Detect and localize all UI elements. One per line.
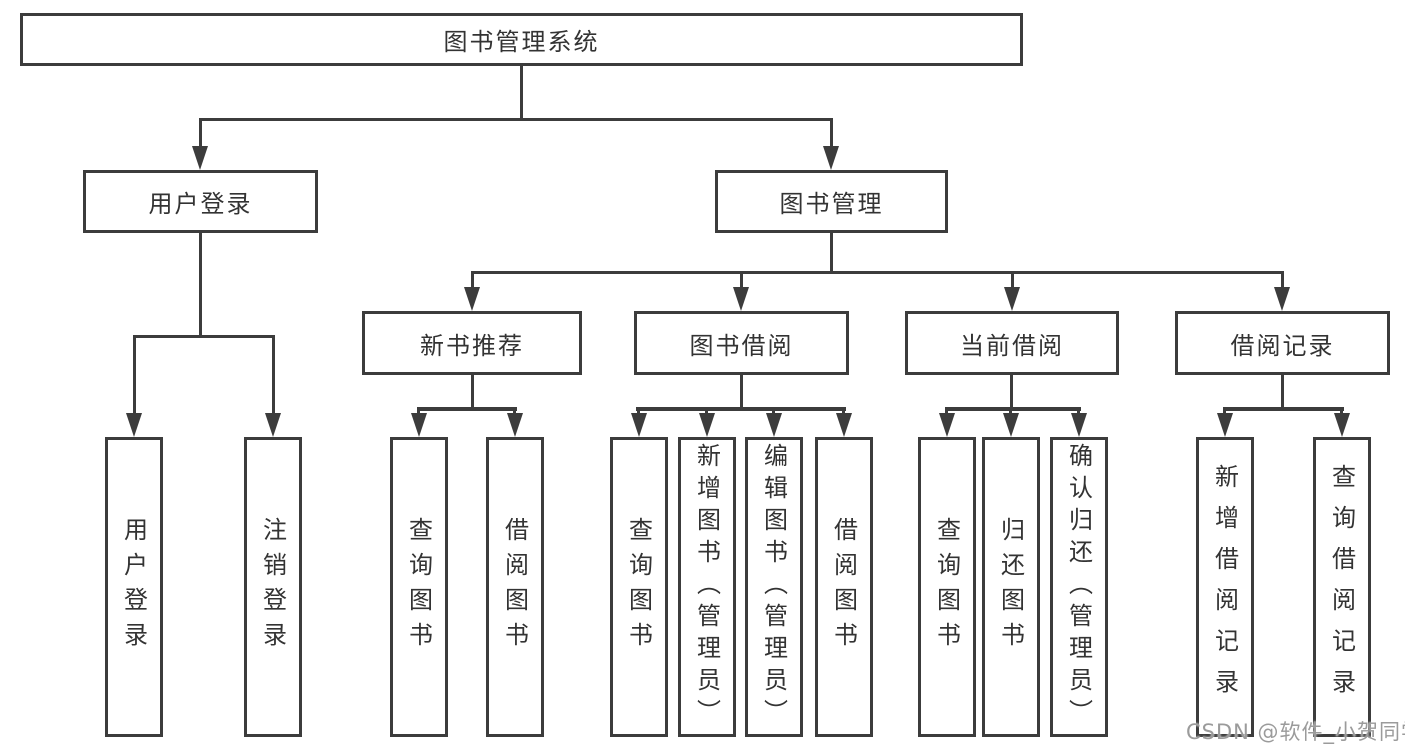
connector-current-borrow-bar [945,407,1081,411]
leaf-add-books-admin: 新增图书（管理员） [678,437,736,737]
connector-stub-leaf [1077,407,1080,417]
connector-stub-user-login [199,118,202,148]
leaf-borrow-books-1: 借阅图书 [486,437,544,737]
connector-book-borrow-bar [636,407,846,411]
leaf-query-books-3: 查询图书 [918,437,976,737]
node-book-borrow: 图书借阅 [634,311,849,375]
leaf-add-borrow-record: 新增借阅记录 [1196,437,1254,737]
leaf-query-borrow-record: 查询借阅记录 [1313,437,1371,737]
node-book-management: 图书管理 [715,170,948,233]
connector-stub-leaf [513,407,516,417]
connector-stub-level2 [1281,274,1284,289]
connector-borrow-records-bar [1223,407,1344,411]
leaf-query-books-1: 查询图书 [390,437,448,737]
connector-stub-level2 [471,274,474,289]
node-root: 图书管理系统 [20,13,1023,66]
leaf-borrow-books-2: 借阅图书 [815,437,873,737]
connector-new-book-rec-drop [471,375,474,411]
arrow-down-icon [1217,413,1233,437]
arrow-down-icon [631,413,647,437]
node-current-borrow: 当前借阅 [905,311,1119,375]
leaf-logout: 注销登录 [244,437,302,737]
node-new-book-recommend: 新书推荐 [362,311,582,375]
connector-book-borrow-drop [740,375,743,411]
leaf-return-books: 归还图书 [982,437,1040,737]
arrow-down-icon [766,413,782,437]
connector-user-login-bar [133,335,275,338]
node-borrow-records: 借阅记录 [1175,311,1390,375]
arrow-down-icon [1071,413,1087,437]
connector-level2-bar [471,271,1284,274]
connector-stub-leaf [842,407,845,417]
connector-stub-leaf [637,407,640,417]
connector-book-mgmt-drop [830,233,833,274]
leaf-edit-books-admin: 编辑图书（管理员） [745,437,803,737]
arrow-down-icon [733,287,749,311]
connector-stub-book-mgmt [830,118,833,148]
arrow-down-icon [939,413,955,437]
arrow-down-icon [192,146,208,170]
arrow-down-icon [507,413,523,437]
connector-stub-leaf [1223,407,1226,417]
connector-stub-leaf [417,407,420,417]
connector-current-borrow-drop [1010,375,1013,411]
connector-borrow-records-drop [1281,375,1284,411]
connector-new-book-rec-bar [417,407,517,411]
connector-level1-bar [199,118,833,121]
connector-stub-level2 [740,274,743,289]
connector-stub-leaf [1340,407,1343,417]
connector-stub-leaf [945,407,948,417]
connector-stub-level2 [1011,274,1014,289]
connector-user-login-drop [199,233,202,338]
connector-stub-leaf [705,407,708,417]
arrow-down-icon [823,146,839,170]
arrow-down-icon [464,287,480,311]
arrow-down-icon [836,413,852,437]
connector-root-drop [520,66,523,121]
arrow-down-icon [126,413,142,437]
connector-stub-leaf [133,338,136,415]
arrow-down-icon [265,413,281,437]
leaf-query-books-2: 查询图书 [610,437,668,737]
arrow-down-icon [1274,287,1290,311]
csdn-watermark: CSDN @软件_小贺同学 [1186,720,1405,744]
connector-stub-leaf [772,407,775,417]
arrow-down-icon [699,413,715,437]
connector-stub-leaf [272,338,275,415]
arrow-down-icon [1003,413,1019,437]
arrow-down-icon [1334,413,1350,437]
leaf-confirm-return-admin: 确认归还（管理员） [1050,437,1108,737]
arrow-down-icon [1004,287,1020,311]
arrow-down-icon [411,413,427,437]
leaf-user-login: 用户登录 [105,437,163,737]
connector-stub-leaf [1009,407,1012,417]
node-user-login: 用户登录 [83,170,318,233]
